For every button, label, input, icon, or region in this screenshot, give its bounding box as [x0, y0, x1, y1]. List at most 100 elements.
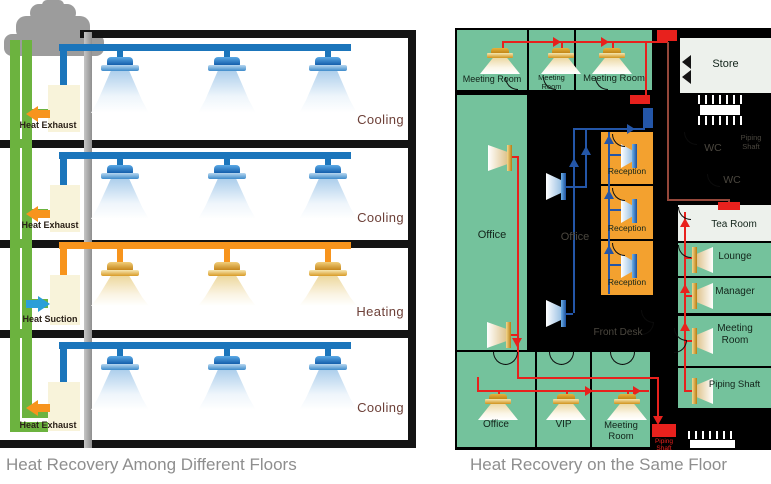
wall-unit-icon — [692, 378, 713, 404]
heating-pipe — [502, 41, 668, 43]
heat-unit-label: Heat Exhaust — [21, 220, 79, 230]
room-label-meeting-1: Meeting Room — [462, 74, 522, 84]
refrigerant-pipe-cooling — [60, 349, 67, 382]
outdoor-connection-box — [657, 30, 677, 41]
right-diagram-title: Heat Recovery on the Same Floor — [470, 455, 728, 474]
trunk-pipe — [728, 199, 730, 204]
elevator-door-icon — [682, 70, 691, 84]
floor-mode-label: Cooling — [357, 112, 404, 127]
heating-pipe — [686, 340, 692, 342]
ceiling-cassette-icon — [198, 57, 256, 113]
heat-exchange-unit-box — [48, 85, 80, 132]
floor-mode-label: Cooling — [357, 210, 404, 225]
room-label-office-middle: Office — [560, 231, 590, 243]
water-loop-pipe — [10, 422, 48, 432]
heating-pipe — [477, 377, 479, 392]
flow-arrow-icon — [680, 284, 690, 293]
refrigerant-pipe-cooling — [60, 51, 67, 85]
ceiling-cassette-icon — [198, 356, 256, 410]
piping-shaft-box — [652, 424, 676, 437]
wall-unit-icon — [487, 322, 511, 348]
room-label-meeting-bottom: Meeting Room — [604, 420, 638, 442]
wall-unit-icon — [621, 199, 637, 223]
cooling-pipe — [573, 128, 575, 313]
elevator-door-icon — [682, 55, 691, 69]
heating-pipe — [517, 377, 658, 379]
ceiling-cassette-icon — [607, 394, 647, 420]
outdoor-unit-icon — [30, 4, 76, 22]
heating-pipe — [686, 295, 692, 297]
room-label-reception-3: Reception — [607, 277, 647, 287]
flow-arrow-icon — [633, 386, 641, 396]
refrigerant-pipe-cooling — [224, 349, 230, 356]
heating-pipe — [517, 156, 519, 377]
wall-unit-icon — [692, 247, 713, 273]
floor-slab — [0, 330, 416, 338]
heating-pipe — [477, 390, 649, 392]
room-label-store: Store — [712, 58, 739, 70]
floor-slab — [0, 440, 416, 448]
refrigerant-pipe-cooling — [59, 152, 351, 159]
branch-box-blue — [643, 108, 653, 128]
ceiling-cassette-icon — [480, 48, 520, 74]
room-label-wc-1: WC — [704, 142, 722, 154]
refrigerant-pipe-cooling — [224, 159, 230, 165]
floor-mode-label: Cooling — [357, 400, 404, 415]
refrigerant-pipe-heating — [325, 249, 331, 262]
room-tea — [678, 205, 771, 241]
refrigerant-pipe-cooling — [59, 342, 351, 349]
ceiling-cassette-icon — [478, 394, 518, 420]
wall-unit-icon — [546, 300, 566, 327]
ceiling-cassette-icon — [91, 57, 149, 113]
stairs-icon — [700, 105, 740, 115]
room-label-piping-shaft-top: Piping Shaft — [740, 133, 762, 151]
refrigerant-pipe-cooling — [117, 51, 123, 57]
branch-box-red — [630, 95, 650, 104]
building-right-wall — [408, 30, 416, 448]
refrigerant-pipe-cooling — [59, 44, 351, 51]
room-label-manager: Manager — [715, 286, 755, 297]
floor-slab — [80, 30, 416, 38]
trunk-pipe — [667, 42, 669, 199]
heating-pipe — [512, 156, 517, 158]
cooling-pipe — [608, 132, 610, 294]
wall-unit-icon — [621, 144, 637, 168]
heat-suction-arrow-icon — [26, 296, 50, 312]
trunk-pipe — [667, 199, 730, 201]
heat-exchange-unit-box — [50, 275, 80, 325]
outdoor-unit-icon — [42, 0, 64, 10]
heating-pipe — [511, 334, 517, 336]
water-loop-pipe — [10, 139, 32, 148]
wall-unit-icon — [692, 283, 713, 309]
refrigerant-pipe-cooling — [325, 349, 331, 356]
refrigerant-pipe-heating — [224, 249, 230, 262]
room-label-vip: VIP — [555, 419, 572, 430]
ceiling-cassette-icon — [541, 48, 581, 74]
ceiling-cassette-icon — [299, 165, 357, 219]
ceiling-cassette-icon — [91, 356, 149, 410]
refrigerant-pipe-cooling — [60, 159, 67, 185]
heat-exhaust-arrow-icon — [26, 106, 50, 122]
flow-arrow-icon — [680, 322, 690, 331]
left-diagram-title: Heat Recovery Among Different Floors — [6, 455, 297, 474]
stairs-icon — [698, 116, 742, 125]
piping-shaft-box-label: Piping Shaft — [654, 438, 674, 452]
room-label-office-large: Office — [477, 229, 507, 241]
room-label-front-desk: Front Desk — [593, 327, 643, 338]
floor-plan: Piping Shaft — [455, 28, 771, 452]
ceiling-cassette-icon — [592, 48, 632, 74]
flow-arrow-icon — [581, 146, 591, 155]
water-loop-pipe — [10, 329, 32, 338]
refrigerant-pipe-cooling — [117, 349, 123, 356]
flow-arrow-icon — [653, 416, 663, 425]
refrigerant-pipe-cooling — [117, 159, 123, 165]
flow-arrow-icon — [680, 218, 690, 227]
room-store — [680, 38, 771, 93]
wall-unit-icon — [488, 145, 512, 171]
water-loop-pipe — [10, 239, 32, 248]
door-icon — [684, 132, 697, 145]
heat-exhaust-arrow-icon — [26, 206, 50, 222]
stairs-icon — [688, 431, 737, 439]
refrigerant-pipe-heating — [59, 242, 351, 249]
heat-unit-label: Heat Exhaust — [19, 120, 77, 130]
